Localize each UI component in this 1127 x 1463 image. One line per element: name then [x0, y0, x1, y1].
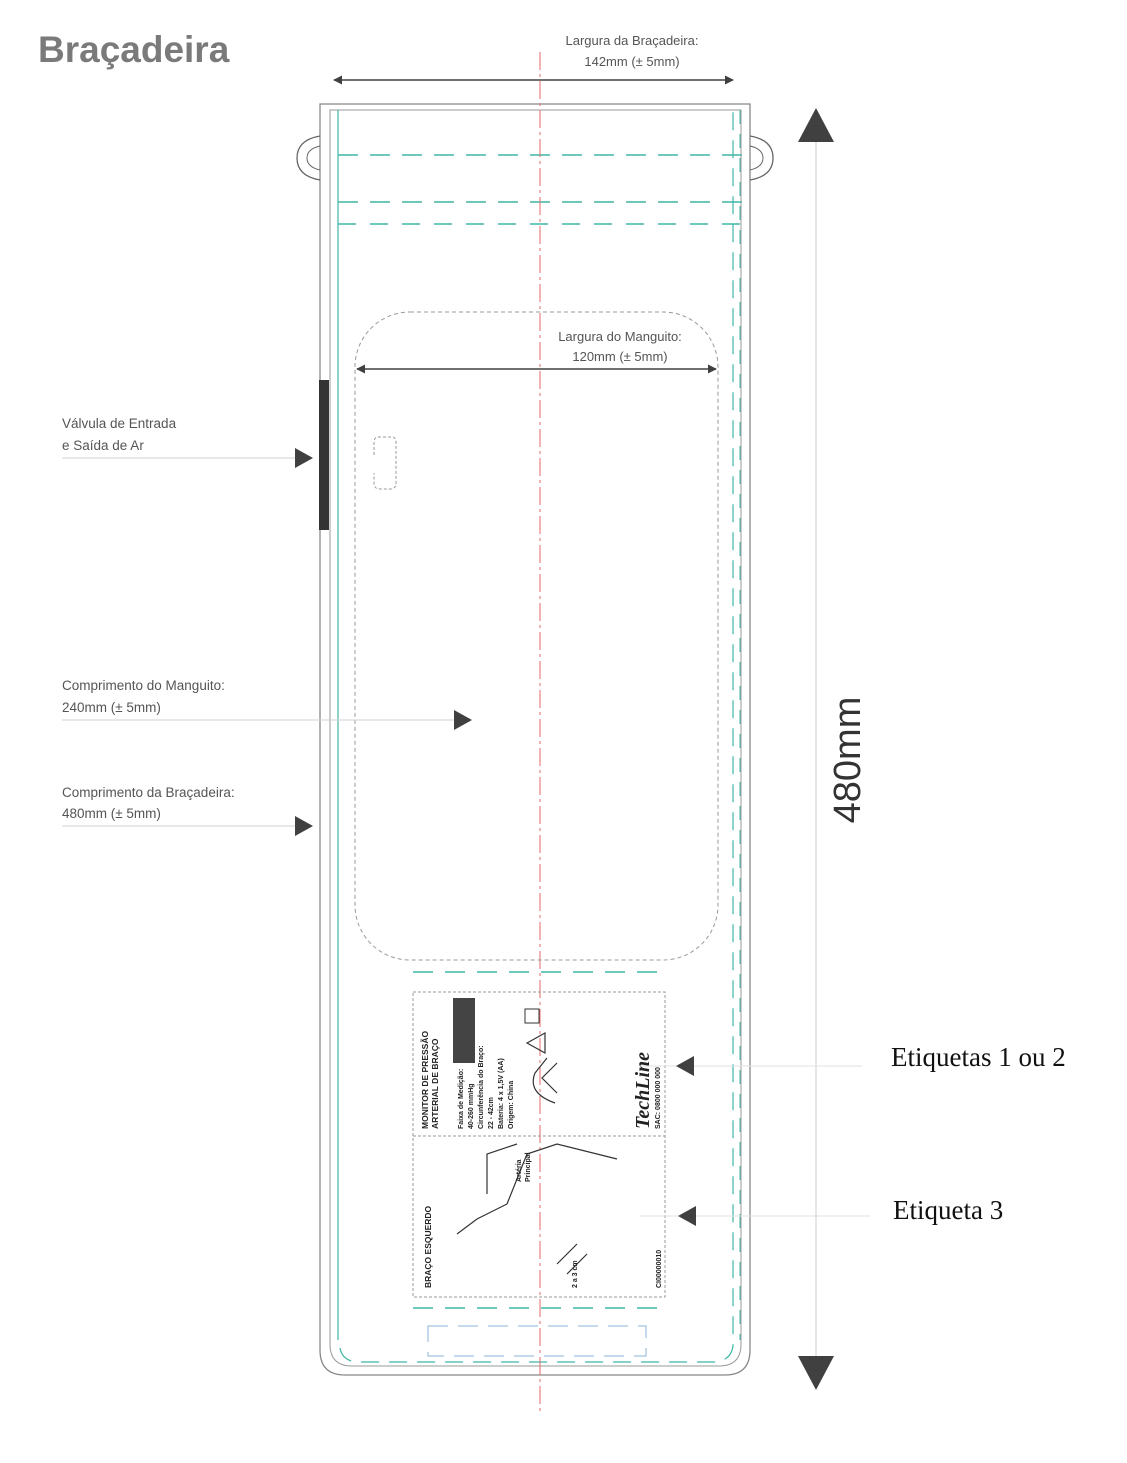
cuff-width-dimension: Largura da Braçadeira: 142mm (± 5mm)	[333, 33, 734, 85]
bladder-width-label-line1: Largura do Manguito:	[558, 329, 682, 344]
bottom-pocket	[427, 1325, 647, 1357]
label-bottom-artery2: Principal	[525, 1152, 532, 1182]
bladder-length-label-line2: 240mm (± 5mm)	[62, 700, 161, 715]
label-top-line1: Faixa de Medição:	[458, 1069, 465, 1129]
total-length-dimension: 480mm	[798, 108, 869, 1390]
label-top-line6: Origem: China	[508, 1081, 515, 1129]
label-top-line4: 22 - 42cm	[488, 1097, 495, 1129]
total-length-label: 480mm	[827, 697, 869, 824]
valve-label-line2: e Saída de Ar	[62, 438, 144, 453]
bladder-width-dimension: Largura do Manguito: 120mm (± 5mm)	[356, 329, 717, 374]
cuff-width-label-line2: 142mm (± 5mm)	[584, 54, 679, 69]
label-bottom: BRAÇO ESQUERDO Artéria Principal 2 a 3 c…	[423, 1143, 663, 1288]
label-top-sac: SAC: 0800 000 000	[655, 1067, 662, 1129]
label-bottom-artery1: Artéria	[516, 1159, 523, 1182]
label-3-text: Etiqueta 3	[893, 1195, 1003, 1225]
label-top: MONITOR DE PRESSÃO ARTERIAL DE BRAÇO Fai…	[420, 998, 662, 1129]
bladder-port	[373, 436, 397, 490]
arm-diagram-icon	[456, 1143, 618, 1275]
page-title: Braçadeira	[38, 29, 230, 70]
cuff-length-label-line2: 480mm (± 5mm)	[62, 806, 161, 821]
side-loop-left	[296, 135, 321, 181]
label-bottom-code: CI00000010	[656, 1250, 663, 1288]
warning-icon	[525, 1031, 546, 1055]
air-valve	[319, 380, 329, 530]
bladder-width-label-line2: 120mm (± 5mm)	[572, 349, 667, 364]
label-bottom-distance: 2 a 3 cm	[572, 1260, 579, 1288]
side-loop-right	[749, 135, 774, 181]
label-top-line5: Bateria: 4 x 1,5V (AA)	[498, 1058, 505, 1129]
labels-callout: Etiquetas 1 ou 2	[640, 1042, 1066, 1076]
top-stitch-bands	[338, 154, 748, 225]
bladder-length-callout: Comprimento do Manguito: 240mm (± 5mm)	[62, 678, 472, 730]
cuff-width-label-line1: Largura da Braçadeira:	[566, 33, 699, 48]
barcode	[453, 998, 475, 1063]
cuff-length-callout: Comprimento da Braçadeira: 480mm (± 5mm)	[62, 785, 313, 836]
label-bottom-heading: BRAÇO ESQUERDO	[423, 1205, 433, 1288]
symbol-icon	[524, 1008, 540, 1024]
cuff-outline	[319, 103, 751, 1376]
label-top-brand: TechLine	[632, 1052, 654, 1129]
label-top-heading2: ARTERIAL DE BRAÇO	[430, 1038, 440, 1129]
valve-callout: Válvula de Entrada e Saída de Ar	[62, 416, 313, 468]
bladder-outline	[354, 311, 719, 961]
label-top-heading1: MONITOR DE PRESSÃO	[420, 1031, 430, 1129]
label-3-callout: Etiqueta 3	[640, 1195, 1003, 1226]
arm-illustration-icon	[532, 1057, 558, 1104]
cuff-length-label-line1: Comprimento da Braçadeira:	[62, 785, 235, 800]
label-area-stitches	[413, 971, 664, 1309]
labels-area	[412, 991, 666, 1298]
label-top-line2: 40-260 mmHg	[468, 1083, 475, 1129]
bladder-length-label-line1: Comprimento do Manguito:	[62, 678, 225, 693]
labels-1-2-text: Etiquetas 1 ou 2	[891, 1042, 1066, 1072]
valve-label-line1: Válvula de Entrada	[62, 416, 177, 431]
label-top-line3: Circunferência do Braço:	[478, 1045, 485, 1129]
